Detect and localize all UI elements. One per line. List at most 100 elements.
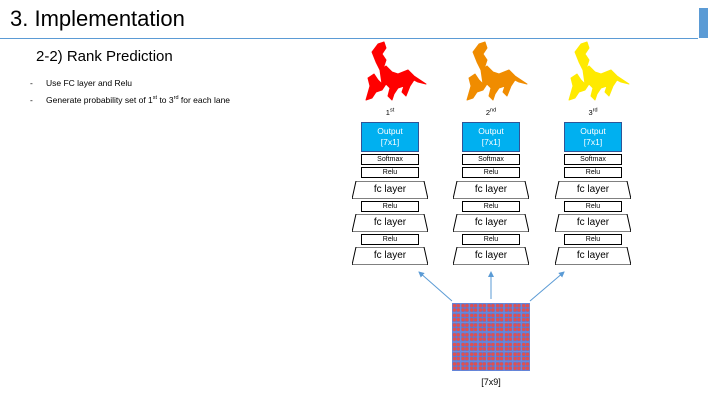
fc-layer-label: fc layer xyxy=(474,184,508,195)
fc-layer-label: fc layer xyxy=(576,250,610,261)
matrix-cell xyxy=(469,322,478,332)
matrix-cell xyxy=(478,303,487,313)
matrix-cell xyxy=(478,351,487,362)
relu-box: Relu xyxy=(462,201,520,212)
fc-layer-label: fc layer xyxy=(474,250,508,261)
fc-layer-label: fc layer xyxy=(474,217,508,228)
matrix-cell xyxy=(495,342,504,352)
arrow-to-1st xyxy=(418,271,453,302)
matrix-cell xyxy=(452,361,461,371)
matrix-cell xyxy=(512,312,522,323)
matrix-cell xyxy=(469,351,478,362)
rank-label: 1st xyxy=(385,107,395,117)
matrix-cell xyxy=(460,361,470,371)
section-subtitle: 2-2) Rank Prediction xyxy=(36,48,173,65)
matrix-cell xyxy=(521,312,530,323)
output-box: Output [7x1] xyxy=(462,122,520,152)
matrix-cell xyxy=(521,361,530,371)
matrix-cell xyxy=(521,342,530,352)
matrix-cell xyxy=(460,322,470,332)
bullet-dash: - xyxy=(30,95,33,105)
relu-box: Relu xyxy=(361,167,419,178)
fc-layer-box: fc layer xyxy=(352,181,428,199)
output-box: Output [7x1] xyxy=(564,122,622,152)
matrix-cell xyxy=(486,361,496,371)
fc-layer-box: fc layer xyxy=(352,247,428,265)
relu-box: Relu xyxy=(462,167,520,178)
matrix-cell xyxy=(452,351,461,362)
fc-layer-box: fc layer xyxy=(453,247,529,265)
matrix-cell xyxy=(469,312,478,323)
bullet-text: Generate probability set of 1st to 3rd f… xyxy=(46,95,231,105)
matrix-cell xyxy=(460,342,470,352)
rank-label: 2nd xyxy=(485,107,497,117)
output-box: Output [7x1] xyxy=(361,122,419,152)
output-shape: [7x1] xyxy=(583,137,603,147)
matrix-cell xyxy=(504,351,513,362)
matrix-cell xyxy=(504,342,513,352)
fc-layer-box: fc layer xyxy=(352,214,428,232)
matrix-cell xyxy=(512,351,522,362)
matrix-cell xyxy=(469,332,478,342)
matrix-cell xyxy=(469,361,478,371)
matrix-cell xyxy=(460,303,470,313)
matrix-cell xyxy=(460,312,470,323)
matrix-cell xyxy=(486,303,496,313)
output-shape: [7x1] xyxy=(380,137,400,147)
matrix-cell xyxy=(478,322,487,332)
matrix-cell xyxy=(478,361,487,371)
relu-box: Relu xyxy=(462,234,520,245)
fc-layer-box: fc layer xyxy=(555,214,631,232)
matrix-cell xyxy=(469,342,478,352)
output-label: Output xyxy=(377,126,403,136)
slide-title: 3. Implementation xyxy=(10,6,185,31)
arrow-to-3rd xyxy=(529,271,565,302)
matrix-cell xyxy=(521,351,530,362)
horse-icon xyxy=(365,41,427,101)
matrix-cell xyxy=(469,303,478,313)
matrix-cell xyxy=(504,332,513,342)
fc-layer-label: fc layer xyxy=(373,217,407,228)
input-matrix-grid xyxy=(452,303,530,371)
matrix-cell xyxy=(452,303,461,313)
relu-box: Relu xyxy=(564,201,622,212)
fc-layer-box: fc layer xyxy=(555,247,631,265)
matrix-cell xyxy=(478,342,487,352)
bullet-item: - Use FC layer and Relu xyxy=(30,78,230,95)
fc-layer-label: fc layer xyxy=(576,217,610,228)
accent-bar xyxy=(699,8,708,38)
bullet-dash: - xyxy=(30,78,33,88)
matrix-cell xyxy=(460,351,470,362)
matrix-cell xyxy=(486,332,496,342)
matrix-cell xyxy=(521,332,530,342)
matrix-cell xyxy=(452,322,461,332)
matrix-cell xyxy=(504,312,513,323)
matrix-cell xyxy=(512,342,522,352)
matrix-cell xyxy=(452,332,461,342)
fc-layer-box: fc layer xyxy=(453,181,529,199)
softmax-box: Softmax xyxy=(361,154,419,165)
matrix-cell xyxy=(495,303,504,313)
matrix-cell xyxy=(504,322,513,332)
matrix-cell xyxy=(460,332,470,342)
matrix-cell xyxy=(512,361,522,371)
relu-box: Relu xyxy=(564,234,622,245)
matrix-cell xyxy=(486,342,496,352)
fc-layer-label: fc layer xyxy=(576,184,610,195)
matrix-cell xyxy=(486,322,496,332)
matrix-cell xyxy=(512,303,522,313)
matrix-cell xyxy=(495,361,504,371)
matrix-cell xyxy=(495,322,504,332)
horse-icon xyxy=(568,41,630,101)
matrix-cell xyxy=(452,312,461,323)
input-matrix-label: [7x9] xyxy=(481,377,501,387)
matrix-cell xyxy=(512,322,522,332)
matrix-cell xyxy=(521,303,530,313)
horse-icon xyxy=(466,41,528,101)
output-label: Output xyxy=(580,126,606,136)
matrix-cell xyxy=(478,312,487,323)
output-shape: [7x1] xyxy=(481,137,501,147)
relu-box: Relu xyxy=(564,167,622,178)
relu-box: Relu xyxy=(361,201,419,212)
